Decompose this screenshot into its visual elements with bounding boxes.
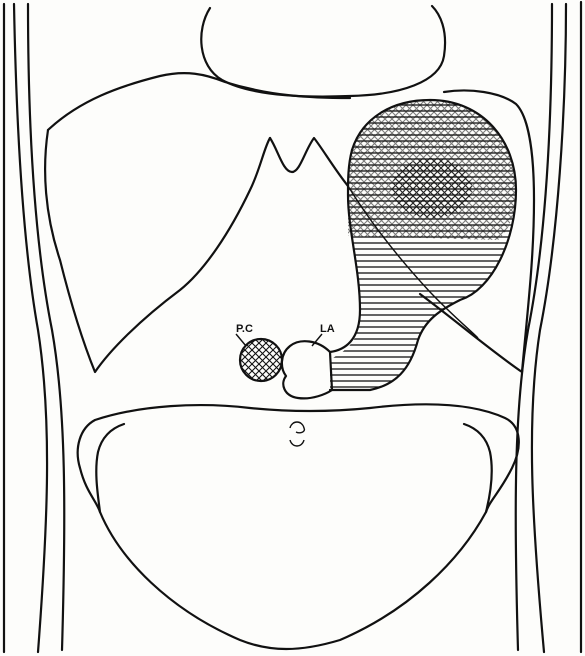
torso-left-inner	[28, 4, 64, 650]
right-iliac-crest	[464, 424, 492, 512]
heart-outline	[201, 6, 445, 97]
torso-right-inner	[516, 4, 552, 650]
left-iliac-crest	[96, 424, 124, 512]
pc-label: P.C	[236, 323, 253, 335]
fundus-dense-shading	[392, 158, 472, 218]
navel-upper	[290, 422, 304, 433]
left-lung-field	[45, 130, 270, 372]
pc-pointer-line	[236, 334, 246, 346]
stomach	[330, 96, 530, 396]
navel-lower	[290, 440, 304, 446]
pelvic-rim	[78, 404, 519, 649]
la-bulb-outline	[282, 341, 332, 398]
pc-segment	[236, 334, 282, 381]
la-segment	[282, 341, 332, 398]
la-label: LA	[320, 323, 335, 335]
mediastinum-outline	[270, 138, 348, 186]
pelvis-outline	[78, 404, 519, 649]
torso-right-outer	[532, 4, 566, 652]
diaphragm-outline	[48, 73, 350, 130]
navel-mark	[290, 422, 304, 446]
